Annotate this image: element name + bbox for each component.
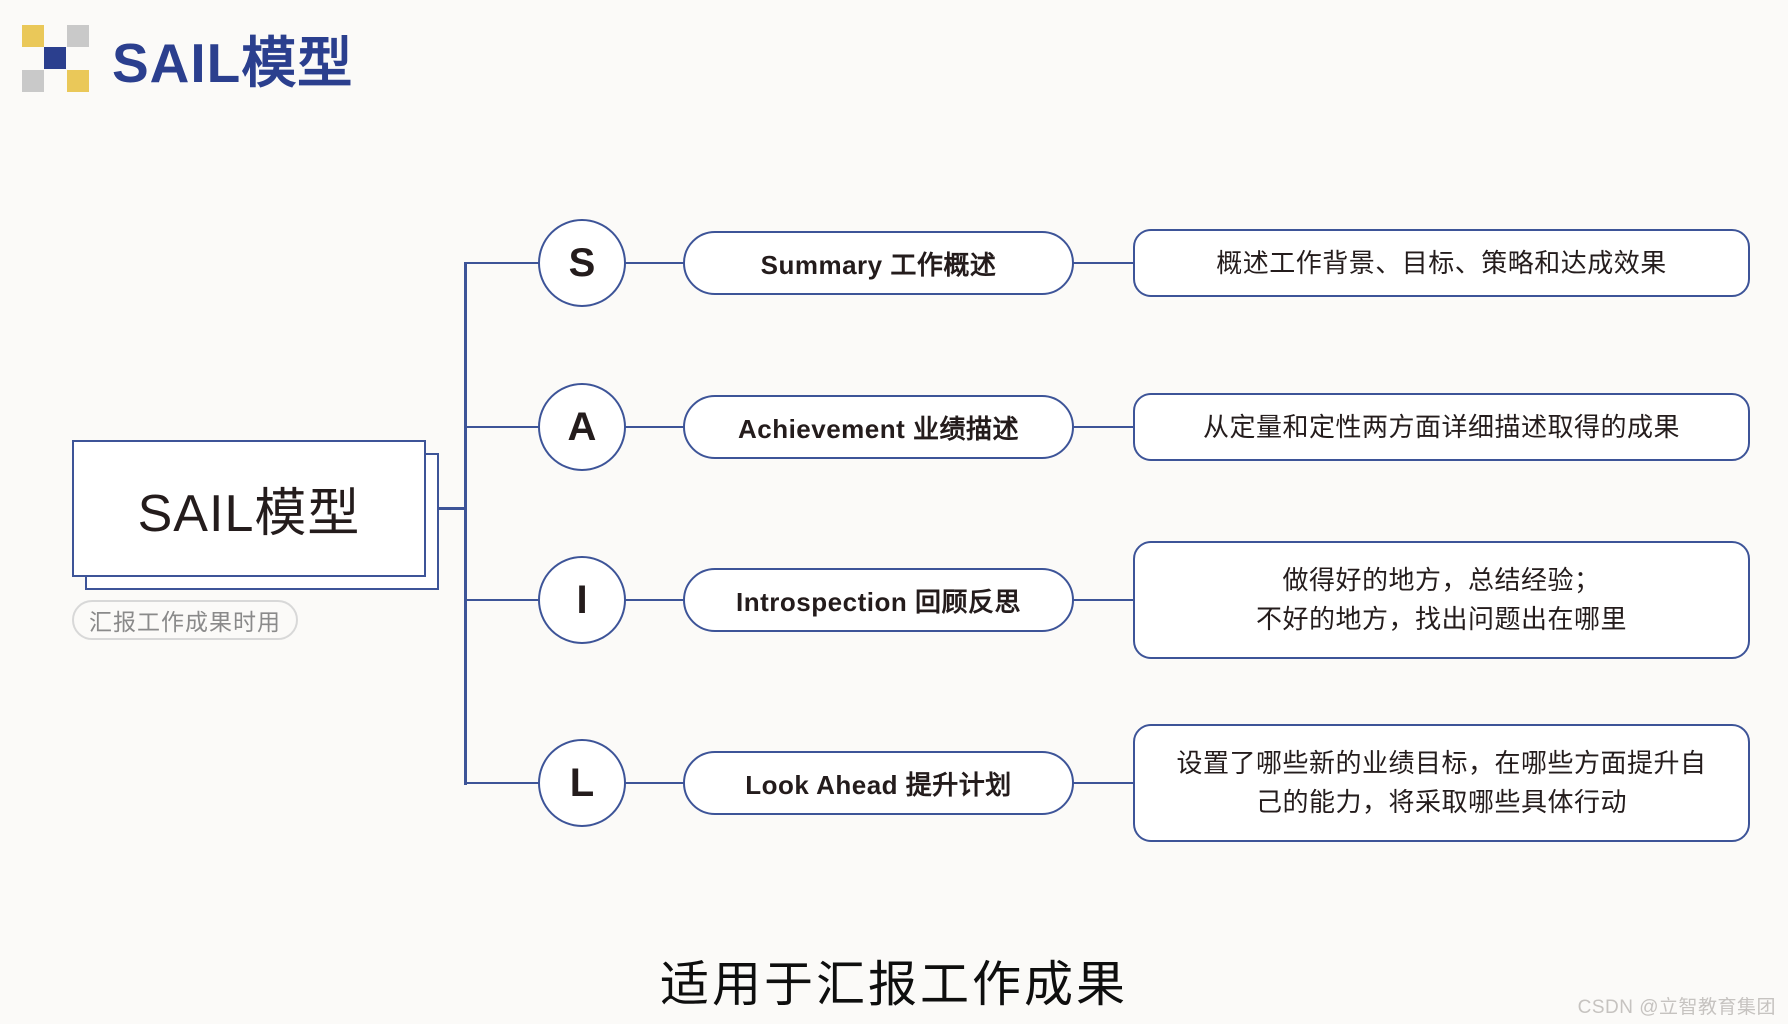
branch-label-pill-introspection: Introspection 回顾反思 [683,568,1074,632]
branch-letter: A [567,404,597,449]
bottom-caption: 适用于汇报工作成果 [659,958,1128,1012]
branch-description-line: 概述工作背景、目标、策略和达成效果 [1216,247,1667,278]
connector-root-stub [437,507,464,510]
logo-square-gray-bottom-left [22,70,44,92]
csdn-watermark: CSDN @立智教育集团 [1577,997,1776,1018]
logo-square-yellow-bottom-right [67,70,89,92]
connector-line [464,781,540,784]
root-node-box: SAIL模型 [72,440,426,577]
branch-description-line: 从定量和定性两方面详细描述取得的成果 [1202,411,1680,442]
brand-logo-icon [22,25,90,93]
branch-label: Achievement 业绩描述 [737,413,1020,444]
page-title: SAIL模型 [112,32,354,94]
connector-line [1073,425,1135,428]
connector-line [464,261,540,264]
logo-square-blue-center [44,47,66,69]
connector-trunk [464,262,467,785]
branch-letter-circle-s: S [538,219,626,307]
connector-line [1073,261,1135,264]
root-node-tag-label: 汇报工作成果时用 [89,609,281,635]
branch-label-pill-look-ahead: Look Ahead 提升计划 [683,751,1074,815]
connector-line [464,598,540,601]
connector-line [625,781,685,784]
branch-description-box-summary: 概述工作背景、目标、策略和达成效果 [1133,229,1750,297]
branch-letter: L [569,760,595,805]
branch-description-line: 不好的地方，找出问题出在哪里 [1255,604,1627,634]
branch-letter-circle-i: I [538,556,626,644]
branch-letter: S [568,240,596,285]
branch-label-pill-summary: Summary 工作概述 [683,231,1074,295]
branch-label: Summary 工作概述 [760,249,997,280]
connector-line [625,261,685,264]
connector-line [1073,598,1135,601]
branch-description-box-introspection: 做得好的地方，总结经验； 不好的地方，找出问题出在哪里 [1133,541,1750,659]
branch-description-line: 己的能力，将采取哪些具体行动 [1255,787,1627,817]
branch-letter-circle-a: A [538,383,626,471]
branch-description-box-achievement: 从定量和定性两方面详细描述取得的成果 [1133,393,1750,461]
logo-square-gray-top-right [67,25,89,47]
branch-label: Introspection 回顾反思 [736,586,1021,617]
connector-line [464,425,540,428]
root-node-title: SAIL模型 [137,485,361,543]
logo-square-yellow-top-left [22,25,44,47]
branch-description-line: 做得好的地方，总结经验； [1282,565,1601,595]
branch-letter-circle-l: L [538,739,626,827]
connector-line [625,598,685,601]
branch-letter: I [576,577,588,622]
branch-description-line: 设置了哪些新的业绩目标，在哪些方面提升自 [1176,748,1707,778]
branch-label-pill-achievement: Achievement 业绩描述 [683,395,1074,459]
branch-label: Look Ahead 提升计划 [745,769,1012,800]
connector-line [1073,781,1135,784]
root-node-tag: 汇报工作成果时用 [72,600,298,640]
connector-line [625,425,685,428]
branch-description-box-look-ahead: 设置了哪些新的业绩目标，在哪些方面提升自 己的能力，将采取哪些具体行动 [1133,724,1750,842]
